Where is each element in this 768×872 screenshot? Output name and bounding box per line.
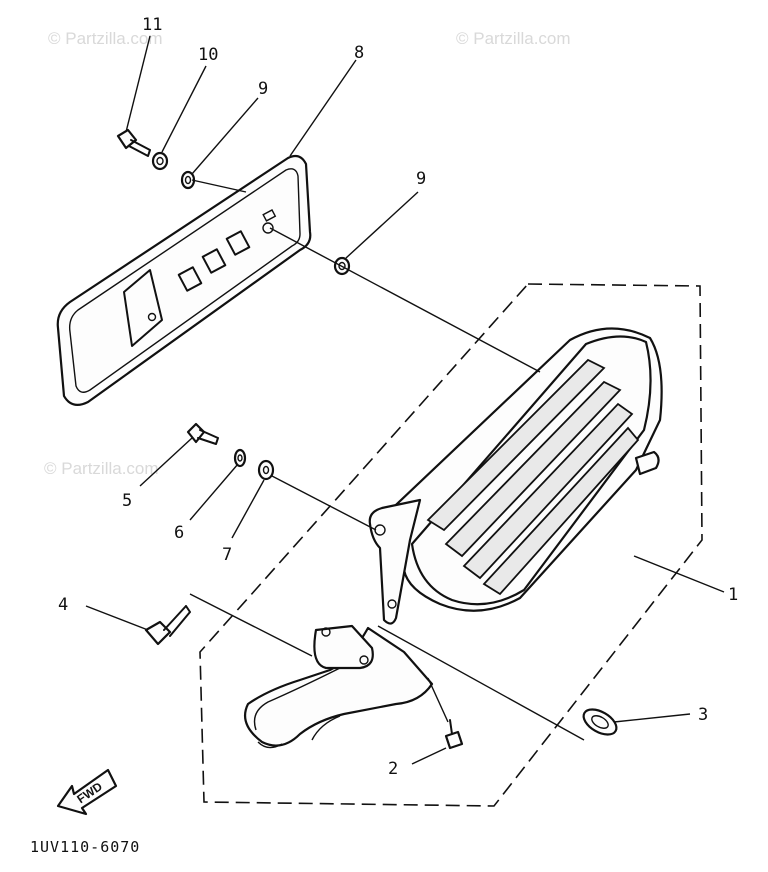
bolt-11[interactable] [116, 128, 151, 157]
callout-9-mid: 9 [416, 169, 426, 189]
callout-7: 7 [222, 545, 232, 565]
leader-lines [85, 35, 725, 765]
callout-10: 10 [198, 45, 218, 65]
spring-washer-10[interactable] [151, 151, 169, 171]
heat-protector[interactable] [56, 154, 312, 407]
callout-9-top: 9 [258, 79, 268, 99]
callout-4: 4 [58, 595, 68, 615]
watermark-mid-left: © Partzilla.com [44, 459, 159, 478]
muffler[interactable] [368, 327, 663, 625]
callout-8: 8 [354, 43, 364, 63]
watermark-top-left: © Partzilla.com [48, 29, 163, 48]
callout-3: 3 [698, 705, 708, 725]
spring-washer-6[interactable] [233, 448, 247, 468]
callout-1: 1 [728, 585, 738, 605]
callout-6: 6 [174, 523, 184, 543]
callout-5: 5 [122, 491, 132, 511]
bolt-5[interactable] [186, 422, 219, 445]
callout-2: 2 [388, 759, 398, 779]
gasket-3[interactable] [579, 704, 620, 739]
bolt-2[interactable] [444, 719, 464, 750]
callout-11: 11 [142, 15, 162, 35]
washer-9-top[interactable] [180, 170, 196, 190]
watermark-top-right: © Partzilla.com [456, 29, 571, 48]
exhaust-pipe[interactable] [244, 624, 434, 749]
diagram-code: 1UV110-6070 [30, 838, 140, 856]
bolt-4[interactable] [144, 605, 191, 646]
washer-7[interactable] [257, 459, 275, 481]
assembly-boundary [199, 283, 703, 807]
fwd-arrow: FWD [56, 768, 118, 816]
